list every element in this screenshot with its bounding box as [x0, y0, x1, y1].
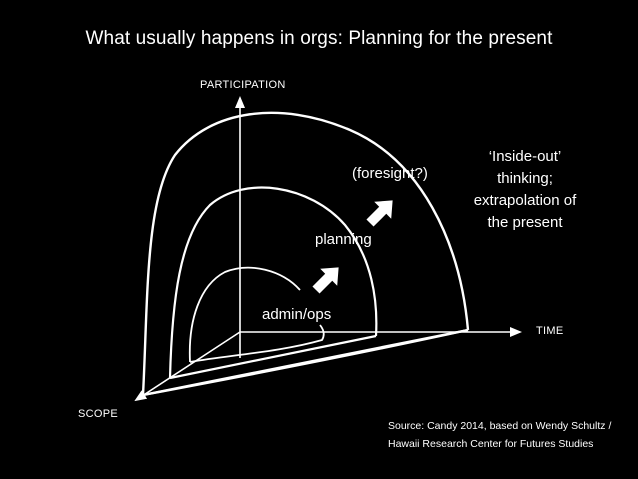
- source-line: Source: Candy 2014, based on Wendy Schul…: [388, 420, 612, 432]
- inner-shell: [188, 266, 325, 363]
- stage-label-foresight: (foresight?): [352, 165, 428, 182]
- inside-out-note: ‘Inside-out’ thinking; extrapolation of …: [452, 146, 598, 234]
- scope-axis: [134, 331, 241, 402]
- arrow-planning-to-foresight: [366, 200, 393, 227]
- outer-shell: [141, 111, 470, 397]
- participation-axis-label: PARTICIPATION: [200, 79, 286, 91]
- note-line: extrapolation of: [473, 192, 577, 209]
- note-line: ‘Inside-out’: [488, 148, 562, 165]
- middle-shell-back-edge: [168, 186, 378, 379]
- scope-axis-label: SCOPE: [78, 408, 119, 420]
- stage-label-admin-ops: admin/ops: [262, 306, 332, 323]
- inner-shell-back-edge: [188, 266, 301, 363]
- outer-shell-bottom-edge: [142, 328, 469, 397]
- slide-title: What usually happens in orgs: Planning f…: [85, 28, 553, 49]
- middle-shell: [168, 186, 378, 380]
- time-axis-label: TIME: [536, 325, 564, 337]
- stage-label-planning: planning: [315, 231, 372, 248]
- arrow-admin-to-planning: [312, 267, 339, 294]
- source-citation: Source: Candy 2014, based on Wendy Schul…: [388, 417, 611, 453]
- inner-shell-front-edge: [189, 324, 325, 363]
- middle-shell-bottom-edge: [169, 334, 377, 380]
- source-line: Hawaii Research Center for Futures Studi…: [388, 438, 594, 450]
- note-line: the present: [487, 214, 563, 231]
- outer-shell-back-edge: [141, 111, 470, 396]
- note-line: thinking;: [497, 170, 553, 187]
